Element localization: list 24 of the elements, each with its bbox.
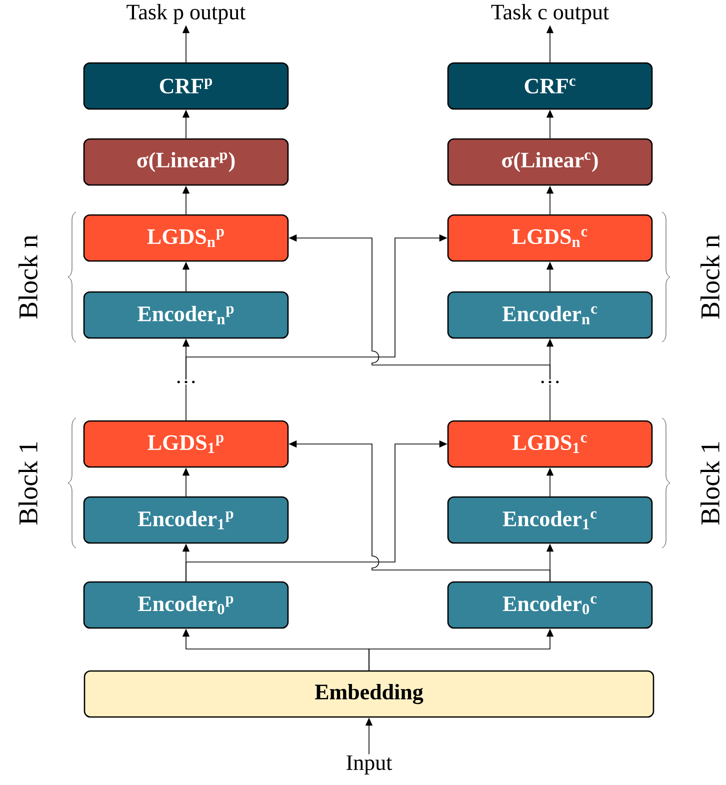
encoder-box: Encoder$_{n}$c bbox=[447, 291, 653, 339]
block-label: Block 1 bbox=[700, 442, 720, 525]
block-label: Block n bbox=[700, 235, 720, 319]
lgds-box: LGDS$_{n}$c bbox=[447, 214, 653, 262]
crf-box: CRF$^{c}$ bbox=[447, 62, 653, 110]
encoder-box: Encoder$_{1}$c bbox=[447, 496, 653, 544]
block-label: Block n bbox=[18, 235, 38, 319]
encoder-box: Encoder$_{1}$p bbox=[83, 496, 289, 544]
output-label: Task p output bbox=[126, 4, 246, 24]
linear-box: σ(Linear$^{c}$) bbox=[447, 138, 653, 186]
encoder-box: Encoder$_{n}$p bbox=[83, 291, 289, 339]
block-label: Block 1 bbox=[18, 442, 38, 525]
lgds-box: LGDS$_{n}$p bbox=[83, 214, 289, 262]
ellipsis: … bbox=[177, 380, 195, 384]
output-label: Task c output bbox=[491, 4, 609, 24]
output-label: Input bbox=[346, 755, 392, 775]
encoder-box: Encoder$_{0}$c bbox=[447, 581, 653, 629]
lgds-box: LGDS$_{1}$c bbox=[447, 420, 653, 468]
lgds-box: LGDS$_{1}$p bbox=[83, 420, 289, 468]
embedding-box: Embedding bbox=[84, 670, 654, 718]
encoder-box: Encoder$_{0}$p bbox=[83, 581, 289, 629]
ellipsis: … bbox=[541, 380, 559, 384]
crf-box: CRF$^{p}$ bbox=[83, 62, 289, 110]
linear-box: σ(Linear$^{p}$) bbox=[83, 138, 289, 186]
